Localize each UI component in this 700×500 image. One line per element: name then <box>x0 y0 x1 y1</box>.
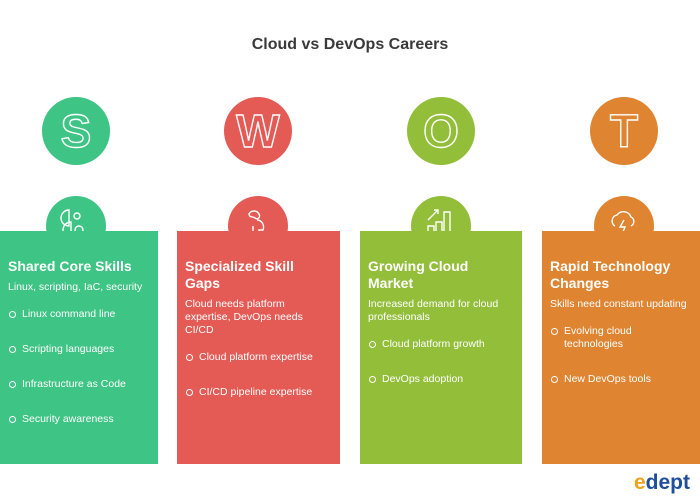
swot-letter-w: W <box>224 97 292 165</box>
list-item: CI/CD pipeline expertise <box>185 386 332 399</box>
list-item: Linux command line <box>8 308 150 321</box>
card-heading: Specialized Skill Gaps <box>185 258 294 291</box>
card-description: Cloud needs platform expertise, DevOps n… <box>185 298 303 336</box>
list-item: Evolving cloud technologies <box>550 325 692 351</box>
list-item: Security awareness <box>8 413 150 426</box>
page-title: Cloud vs DevOps Careers <box>251 36 449 53</box>
card-description: Linux, scripting, IaC, security <box>8 281 143 293</box>
card-description: Increased demand for cloud professionals <box>368 298 499 323</box>
list-item: DevOps adoption <box>368 373 514 386</box>
card-heading: Rapid Technology Changes <box>550 258 671 291</box>
swot-letter-t: T <box>590 97 658 165</box>
swot-letter-s: S <box>42 97 110 165</box>
list-item: New DevOps tools <box>550 373 692 386</box>
list-item: Infrastructure as Code <box>8 378 150 391</box>
list-item: Cloud platform growth <box>368 338 514 351</box>
card-heading: Growing Cloud Market <box>368 258 469 291</box>
swot-letter-o: O <box>407 97 475 165</box>
card-heading: Shared Core Skills <box>8 258 132 274</box>
card-description: Skills need constant updating <box>550 298 687 310</box>
list-item: Cloud platform expertise <box>185 351 332 364</box>
edept-logo: edept <box>633 471 690 494</box>
list-item: Scripting languages <box>8 343 150 356</box>
